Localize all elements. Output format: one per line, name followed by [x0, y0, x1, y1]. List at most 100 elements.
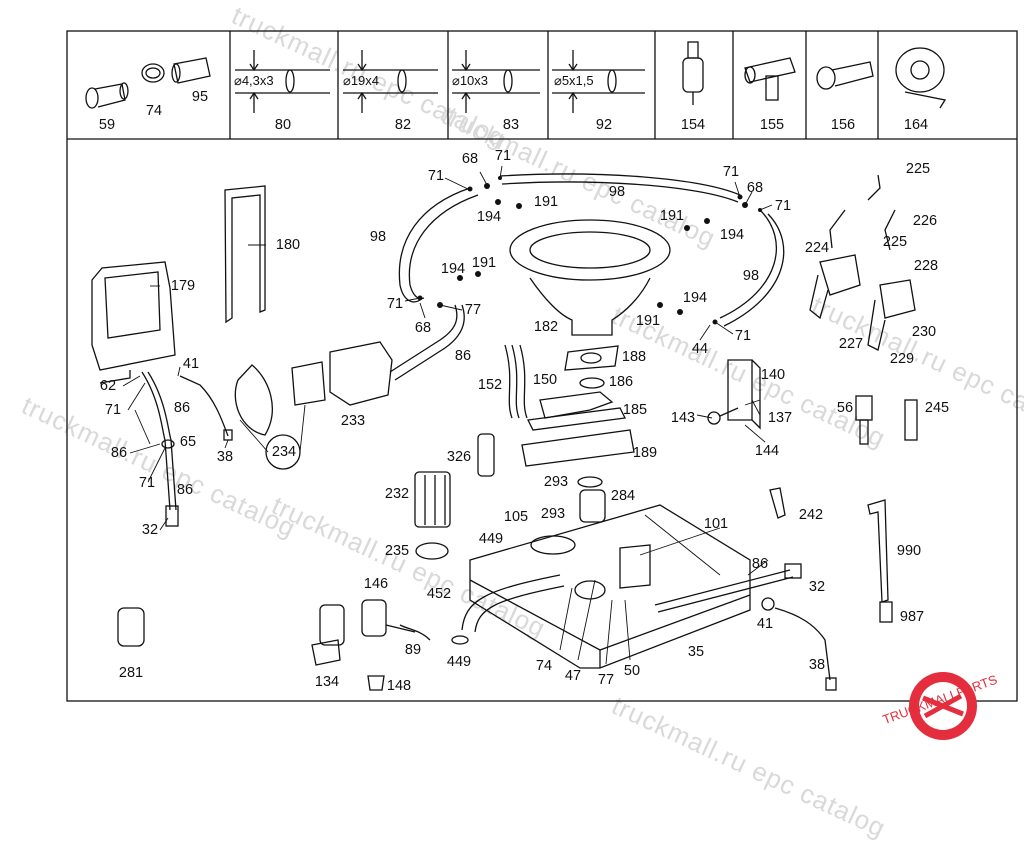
fitting-41: [761, 597, 775, 611]
callout: 137: [767, 410, 793, 426]
diagram-frame: [66, 30, 1018, 702]
callout: 140: [760, 367, 786, 383]
callout: 225: [882, 234, 908, 250]
callout: 245: [924, 400, 950, 416]
callout: 232: [384, 486, 410, 502]
callout: 71: [427, 168, 445, 184]
part-label: 59: [98, 117, 116, 133]
valve-146: [361, 599, 387, 637]
callout: 281: [118, 665, 144, 681]
callout: 189: [632, 445, 658, 461]
hose-dimension-80: [235, 50, 330, 113]
callout: 452: [426, 586, 452, 602]
callout: 191: [533, 194, 559, 210]
dimension-text: ⌀19x4: [343, 73, 380, 88]
part-label: 155: [759, 117, 785, 133]
callout: 32: [808, 579, 826, 595]
callout: 191: [635, 313, 661, 329]
callout: 179: [170, 278, 196, 294]
callout: 68: [414, 320, 432, 336]
ring-186: [579, 377, 605, 389]
callout: 71: [494, 148, 512, 164]
callout: 71: [138, 475, 156, 491]
callout: 47: [564, 668, 582, 684]
sender-101: [619, 544, 651, 589]
part-label: 80: [274, 117, 292, 133]
parts-diagram: truckmall.ru epc catalog truckmall.ru ep…: [17, 0, 1024, 843]
callout: 230: [911, 324, 937, 340]
fitting-245: [904, 399, 918, 441]
pump-233: [329, 304, 465, 406]
callout: 44: [691, 341, 709, 357]
brand-logo: [909, 672, 977, 740]
callout: 71: [386, 296, 404, 312]
callout: 56: [836, 400, 854, 416]
callout: 71: [734, 328, 752, 344]
part-label: 74: [145, 103, 163, 119]
dimension-text: ⌀10x3: [452, 73, 489, 88]
hose-98-left: [398, 187, 471, 303]
line-152: [504, 344, 513, 419]
callout: 226: [912, 213, 938, 229]
line-150: [519, 344, 528, 419]
callout: 38: [808, 657, 826, 673]
callout: 77: [597, 672, 615, 688]
callout: 284: [610, 488, 636, 504]
callout: 35: [687, 644, 705, 660]
callout: 191: [471, 255, 497, 271]
pipe-990: [867, 499, 889, 603]
cable-38b: [774, 607, 831, 681]
callout: 242: [798, 507, 824, 523]
callout: 101: [703, 516, 729, 532]
tube-326: [477, 433, 495, 477]
hose-98-top: [499, 173, 741, 196]
bracket-180: [224, 185, 266, 324]
funnel-182: [509, 219, 671, 336]
callout: 98: [742, 268, 760, 284]
callout: 326: [446, 449, 472, 465]
callout: 146: [363, 576, 389, 592]
hose-86-right: [654, 569, 791, 606]
callout: 62: [99, 378, 117, 394]
connector-156-icon: [816, 61, 874, 90]
callout: 86: [176, 482, 194, 498]
callout: 74: [535, 658, 553, 674]
callout: 41: [756, 616, 774, 632]
part-label: 164: [903, 117, 929, 133]
pump-134: [319, 604, 345, 646]
valve-block-140: [707, 359, 761, 430]
callout: 227: [838, 336, 864, 352]
gasket-189: [521, 429, 635, 467]
diagram-drawing: [66, 30, 1018, 740]
valve-assembly-229: [867, 209, 916, 351]
callout: 150: [532, 372, 558, 388]
gasket-234: [234, 364, 273, 436]
callout: 86: [110, 445, 128, 461]
callout: 86: [173, 400, 191, 416]
part-label: 95: [191, 89, 209, 105]
valve-154-icon: [682, 41, 704, 105]
part-label: 83: [502, 117, 520, 133]
callout: 105: [503, 509, 529, 525]
callout: 225: [905, 161, 931, 177]
callout: 191: [659, 208, 685, 224]
callout: 86: [751, 556, 769, 572]
callout: 32: [141, 522, 159, 538]
callout: 152: [477, 377, 503, 393]
callout: 68: [461, 151, 479, 167]
connector-32b: [784, 563, 802, 579]
callout: 293: [540, 506, 566, 522]
callout: 71: [104, 402, 122, 418]
fitting-56: [855, 395, 873, 421]
callout: 86: [454, 348, 472, 364]
ring-235: [415, 542, 449, 560]
callout: 233: [340, 413, 366, 429]
valve-281: [117, 607, 145, 647]
valve-assembly-227: [809, 174, 881, 320]
callout: 180: [275, 237, 301, 253]
bracket-185: [527, 391, 626, 431]
callout: 185: [622, 402, 648, 418]
ring-293: [577, 476, 603, 488]
tank-35: [469, 504, 751, 669]
part-label: 92: [595, 117, 613, 133]
